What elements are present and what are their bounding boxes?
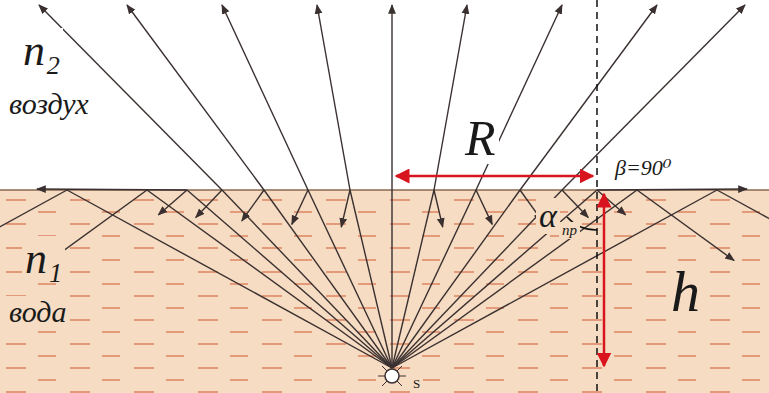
light-ray — [196, 190, 222, 217]
angle-label: β=90⁰ — [612, 156, 675, 180]
light-ray — [391, 190, 392, 368]
water-surface — [0, 189, 769, 191]
medium-index: n₂ — [20, 28, 63, 74]
light-ray — [147, 190, 392, 368]
medium-name: воздух — [6, 88, 92, 120]
light-ray — [37, 189, 187, 190]
light-ray — [597, 190, 626, 215]
medium-index: n₁ — [22, 236, 65, 282]
angle-symbol: α — [536, 198, 560, 234]
light-ray — [392, 190, 637, 368]
water — [0, 190, 769, 393]
light-ray — [476, 190, 492, 224]
light-ray — [597, 189, 747, 190]
light-ray — [392, 190, 520, 368]
normal-line — [596, 0, 598, 393]
light-ray — [562, 190, 588, 217]
source-label: S — [410, 376, 423, 391]
light-ray — [392, 190, 476, 368]
light-ray — [391, 5, 392, 190]
light-ray — [434, 190, 443, 227]
light-ray — [222, 190, 392, 368]
radius-arrow — [396, 175, 593, 178]
angle-subscript: пр — [559, 222, 580, 239]
light-ray — [187, 190, 392, 368]
light-ray — [292, 190, 308, 224]
light-ray — [341, 190, 350, 227]
light-ray — [158, 190, 187, 215]
light-ray — [392, 190, 717, 368]
light-ray — [242, 190, 264, 221]
light-ray — [717, 190, 769, 248]
light-ray — [222, 5, 308, 190]
depth-arrow — [603, 194, 606, 366]
light-ray — [392, 190, 562, 368]
depth-label: h — [668, 262, 703, 322]
radius-label: R — [462, 112, 499, 164]
light-ray — [67, 190, 392, 368]
light-ray — [317, 5, 350, 190]
light-rays — [0, 5, 769, 368]
light-ray — [264, 190, 392, 368]
medium-name: вода — [6, 296, 69, 328]
light-source — [378, 366, 406, 386]
light-ray — [392, 190, 597, 368]
light-ray — [562, 5, 745, 190]
light-ray — [308, 190, 392, 368]
